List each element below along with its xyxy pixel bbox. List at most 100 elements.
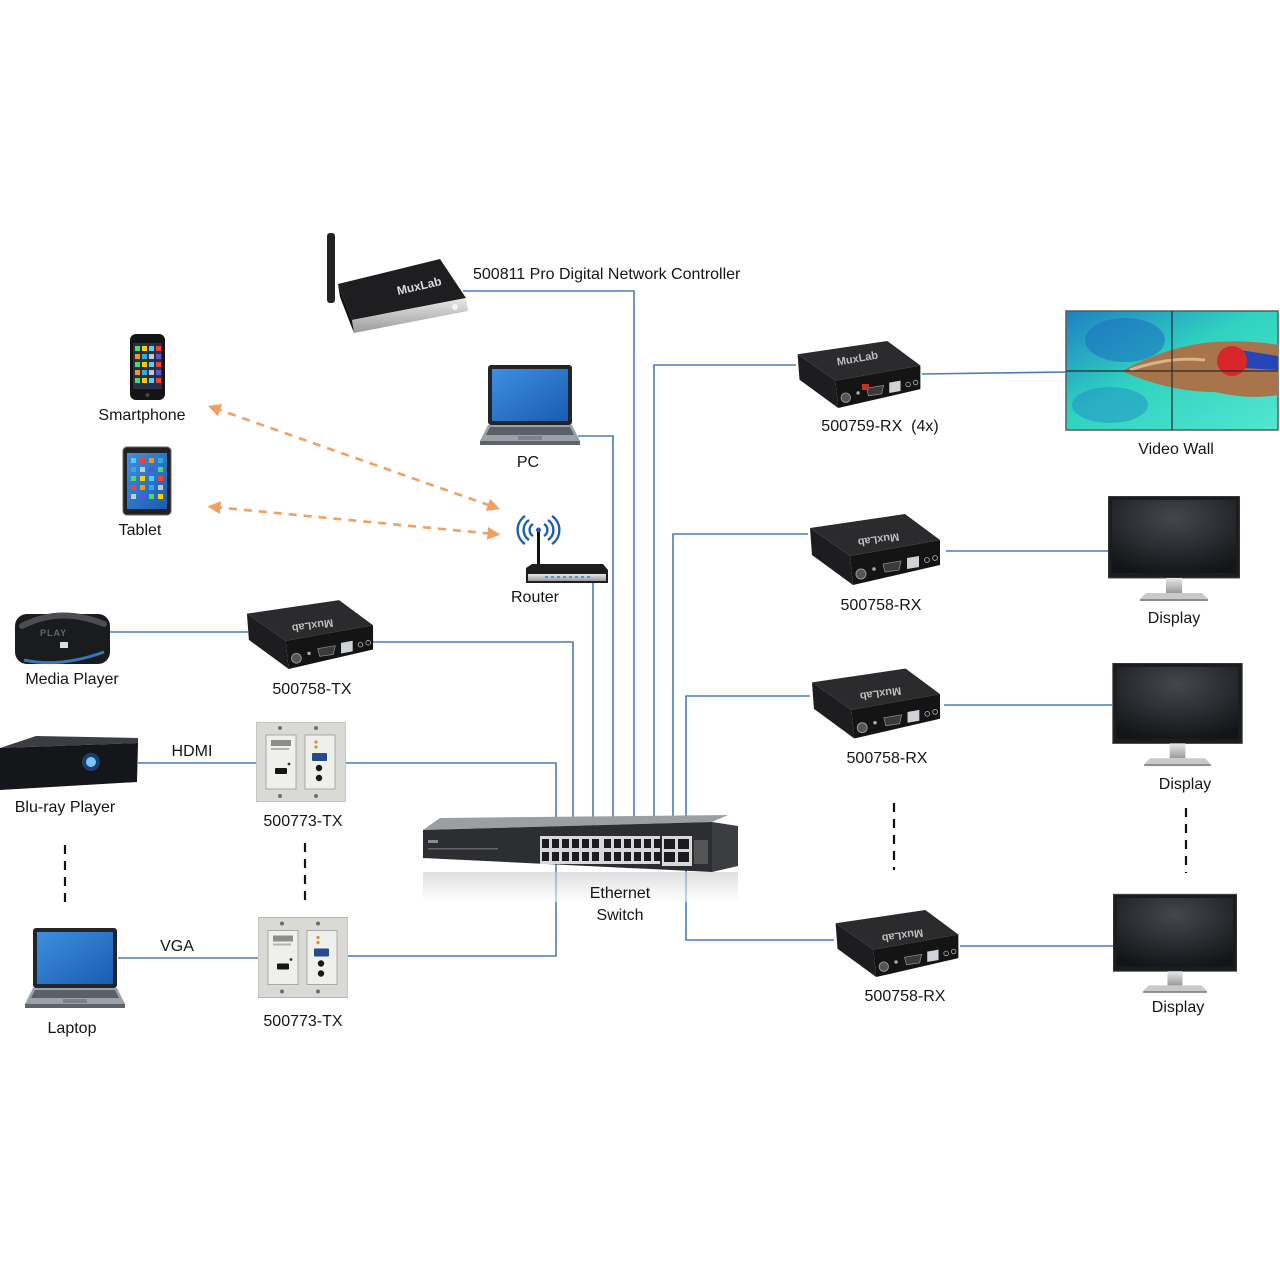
wireless-link-tablet-router [207,501,501,540]
switch-port [542,839,549,848]
media-player-icon: PLAY [15,612,110,665]
pc-laptop-icon [480,365,580,445]
cable-switch-to-500759-rx [653,364,796,845]
router-led [581,576,584,578]
power-button-icon [862,384,869,390]
app-icon [131,458,136,463]
app-icon [149,354,154,359]
wireless-link-smartphone-router [207,404,501,511]
laptop-label: Laptop [48,1020,97,1037]
router-icon [516,515,608,583]
router-led [557,576,560,578]
app-icon [140,485,145,490]
app-icon [149,346,154,351]
router-led [551,576,554,578]
switch-port [552,852,559,861]
bluray-player-icon [0,736,138,790]
display-3-label: Display [1152,999,1204,1016]
cables [110,290,1113,959]
wifi-signal-icon [516,515,561,545]
app-icon [140,458,145,463]
router-led [563,576,566,578]
500758-rx-2-device [811,668,941,739]
tablet-label: Tablet [119,522,162,539]
switch-port [582,852,589,861]
app-icon [140,476,145,481]
app-icon [156,346,161,351]
app-icon [149,476,154,481]
500758-tx-label: 500758-TX [272,681,351,698]
app-icon [142,362,147,367]
antenna-icon [327,233,335,303]
app-icon [156,362,161,367]
display-1-monitor [1108,496,1240,602]
app-icon [156,378,161,383]
switch-port [552,839,559,848]
500773-tx-2-label: 500773-TX [263,1013,342,1030]
500758-rx-3-label: 500758-RX [865,988,946,1005]
switch-port [592,839,599,848]
switch-port [572,852,579,861]
app-icon [135,362,140,367]
app-icon [149,370,154,375]
app-icon [149,485,154,490]
app-icon [149,458,154,463]
app-icon [158,476,163,481]
500758-rx-1-label: 500758-RX [841,597,922,614]
switch-port [644,852,651,861]
switch-port [582,839,589,848]
switch-port [634,839,641,848]
device-brand: MuxLab [291,616,334,634]
500773-tx-1-label: 500773-TX [263,813,342,830]
app-icon [131,476,136,481]
uplink-port [664,839,675,849]
tablet-icon [122,446,172,516]
500773-tx-wallplate-1 [256,722,346,802]
500773-tx-wallplate-2 [258,917,348,998]
app-icon [156,370,161,375]
router-led [545,576,548,578]
app-icon [131,467,136,472]
app-icon [158,485,163,490]
wireless-links [207,404,501,540]
video-wall-display [1065,310,1279,431]
cable-500758-tx-to-switch [373,641,574,845]
switch-label-line2: Switch [596,907,643,924]
continuation-dashes [63,803,1188,902]
cable-switch-to-500758-rx-1 [672,533,808,845]
app-icon [142,378,147,383]
app-icon [156,354,161,359]
app-icon [131,494,136,499]
app-icon [158,458,163,463]
app-icon [149,494,154,499]
router-led [569,576,572,578]
switch-port [614,852,621,861]
display-1-label: Display [1148,610,1200,627]
uplink-port [678,852,689,862]
switch-port [624,839,631,848]
cable-pc-to-switch [578,435,614,845]
device-brand: MuxLab [859,684,902,702]
app-icon [158,494,163,499]
bluray-player-label: Blu-ray Player [15,799,116,816]
500758-tx-device [246,600,374,670]
switch-port [562,839,569,848]
cable-switch-to-500758-rx-2 [685,695,810,845]
switch-port [634,852,641,861]
switch-port [562,852,569,861]
500758-rx-2-label: 500758-RX [847,750,928,767]
laptop-icon [25,928,125,1008]
500759-rx-device [797,341,921,409]
smartphone-icon [130,334,165,400]
500758-rx-3-device [835,910,959,978]
uplink-port [678,839,689,849]
switch-port [654,839,661,848]
display-3-monitor [1113,893,1237,994]
app-icon [149,467,154,472]
500758-rx-1-device [809,514,941,586]
switch-port [644,839,651,848]
app-icon [142,370,147,375]
router-led [587,576,590,578]
smartphone-label: Smartphone [98,407,185,424]
